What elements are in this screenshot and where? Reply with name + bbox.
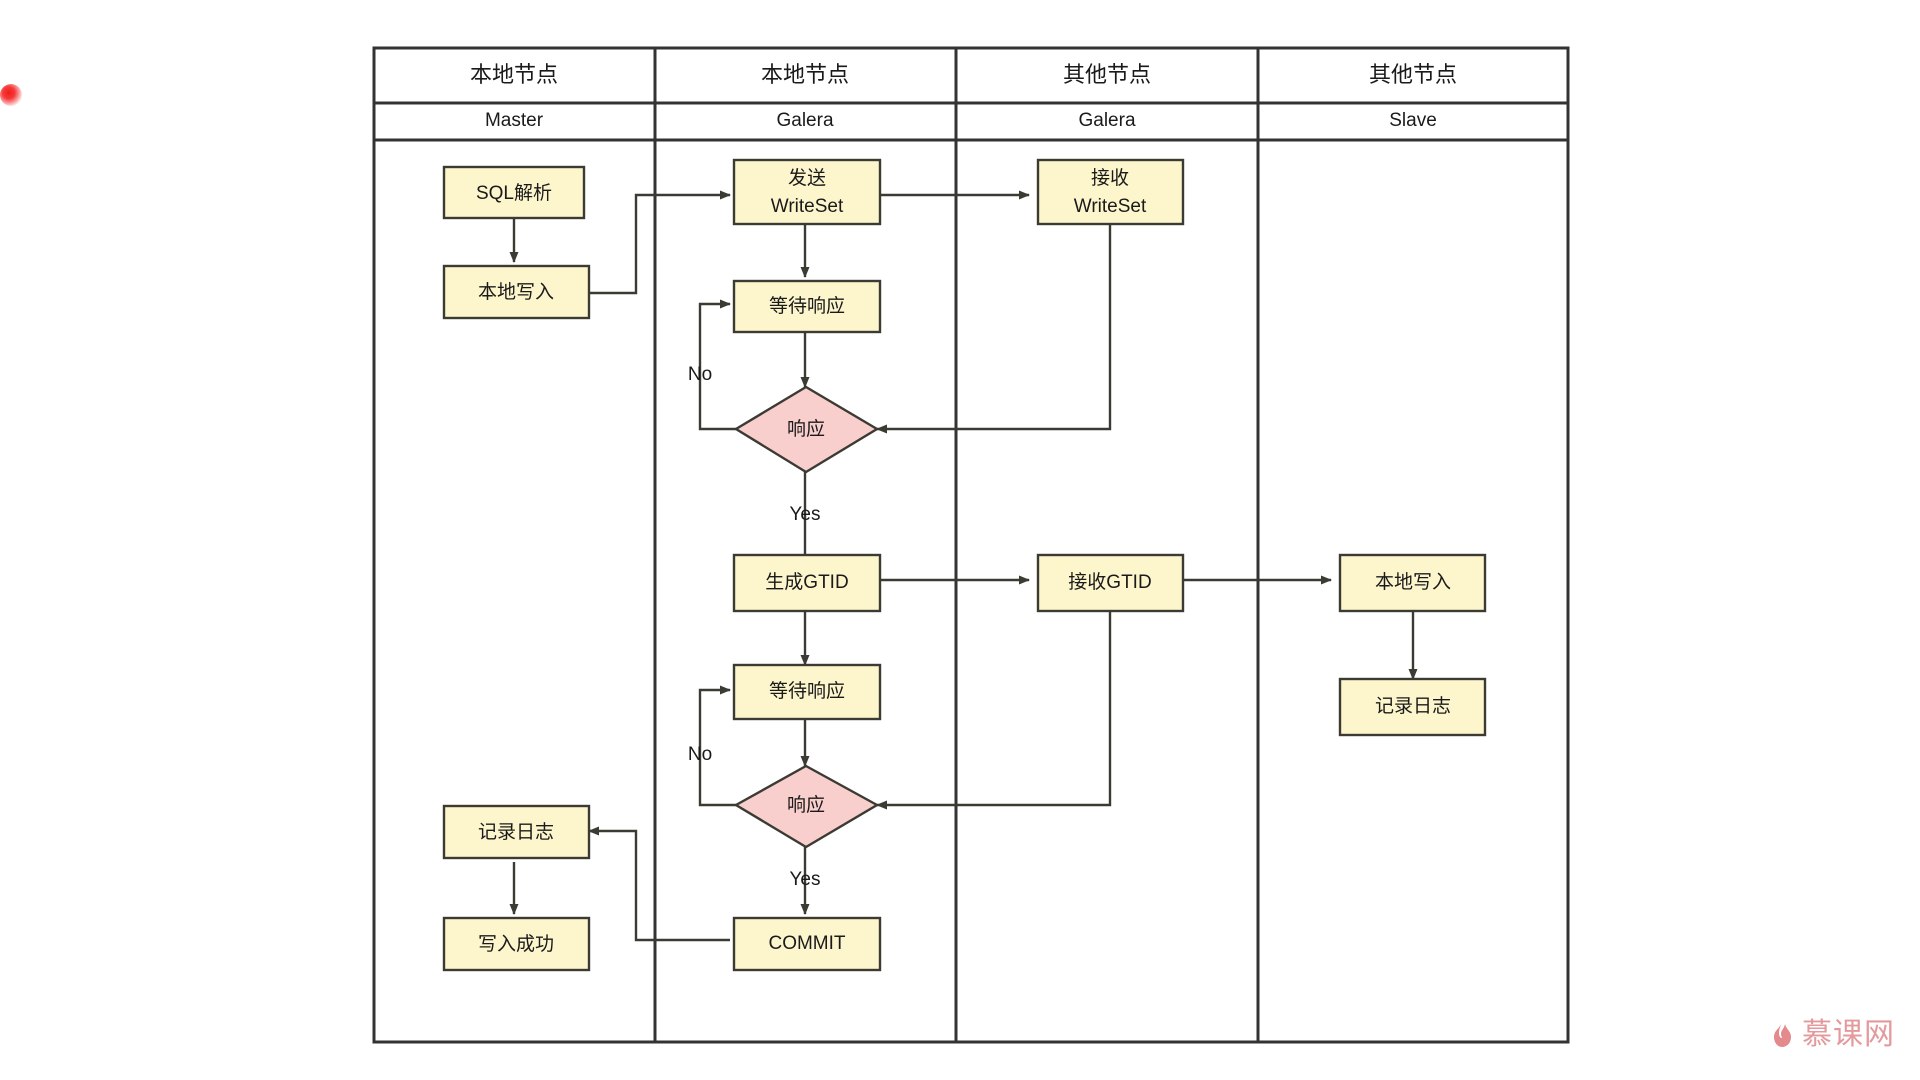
lane-header-text: 其他节点 [1369, 62, 1457, 87]
node-wait-response-1[interactable]: 等待响应 [732, 279, 882, 334]
edge-label-no-2: No [688, 744, 712, 765]
edge-commit-to-logrecord1 [588, 826, 730, 942]
node-commit[interactable]: COMMIT [732, 916, 882, 972]
node-generate-gtid[interactable]: 生成GTID [732, 553, 882, 613]
edge-recvgtid-to-decision2 [876, 611, 1112, 810]
node-wait-response-2[interactable]: 等待响应 [732, 663, 882, 721]
node-receive-gtid[interactable]: 接收GTID [1036, 553, 1185, 613]
node-local-write-master[interactable]: 本地写入 [442, 264, 591, 320]
lane-header-slave: 其他节点 Slave [1369, 62, 1457, 131]
node-label: 生成GTID [765, 571, 848, 593]
edge-decision2-no-loop [698, 685, 740, 807]
node-log-record-slave[interactable]: 记录日志 [1338, 677, 1487, 737]
node-label-line2: WriteSet [1074, 196, 1147, 217]
watermark-text: 慕课网 [1802, 1018, 1895, 1051]
edge-recvwriteset-to-decision1 [876, 224, 1112, 434]
lane-header-text: 其他节点 [1063, 62, 1151, 87]
lane-subheader-text: Slave [1389, 110, 1437, 131]
node-label: COMMIT [768, 933, 845, 954]
edge-label-yes-2: Yes [790, 869, 821, 890]
node-label: SQL解析 [476, 182, 552, 204]
node-send-writeset[interactable]: 发送 WriteSet [732, 158, 882, 226]
lane-subheader-text: Galera [776, 110, 833, 131]
edge-localwrite-to-sendwriteset [589, 190, 731, 295]
lane-header-galera-local: 本地节点 Galera [761, 62, 849, 131]
edge-labels: No Yes No Yes [688, 364, 821, 890]
node-label: 响应 [787, 418, 825, 440]
node-sql-parse[interactable]: SQL解析 [442, 165, 586, 220]
node-label-line1: 接收 [1091, 167, 1129, 189]
node-label: 接收GTID [1068, 571, 1151, 593]
node-decision-response-2[interactable]: 响应 [733, 764, 880, 849]
node-label-line1: 发送 [788, 167, 826, 189]
node-label: 记录日志 [1375, 695, 1451, 717]
lane-header-master: 本地节点 Master [470, 62, 558, 131]
node-label: 记录日志 [478, 821, 554, 843]
node-label: 响应 [787, 794, 825, 816]
lane-header-text: 本地节点 [470, 62, 558, 87]
node-label: 等待响应 [769, 680, 845, 702]
lane-header-galera-other: 其他节点 Galera [1063, 62, 1151, 131]
edge-decision1-no-loop [698, 299, 740, 431]
node-label-line2: WriteSet [771, 196, 844, 217]
node-label: 等待响应 [769, 295, 845, 317]
node-decision-response-1[interactable]: 响应 [733, 385, 880, 474]
lane-frame [372, 46, 1570, 1044]
edge-label-no-1: No [688, 364, 712, 385]
lane-subheader-text: Galera [1078, 110, 1135, 131]
lane-header-text: 本地节点 [761, 62, 849, 87]
watermark: 慕课网 [1774, 1018, 1895, 1051]
node-local-write-slave[interactable]: 本地写入 [1338, 553, 1487, 613]
node-label: 本地写入 [1375, 571, 1451, 593]
lane-subheader-text: Master [485, 110, 544, 131]
node-receive-writeset[interactable]: 接收 WriteSet [1036, 158, 1185, 226]
flame-icon [1774, 1020, 1791, 1047]
node-log-record-master[interactable]: 记录日志 [442, 804, 591, 860]
node-label: 写入成功 [478, 933, 554, 955]
node-write-success[interactable]: 写入成功 [442, 916, 591, 972]
node-label: 本地写入 [478, 281, 554, 303]
edges [509, 190, 1418, 942]
edge-label-yes-1: Yes [790, 504, 821, 525]
